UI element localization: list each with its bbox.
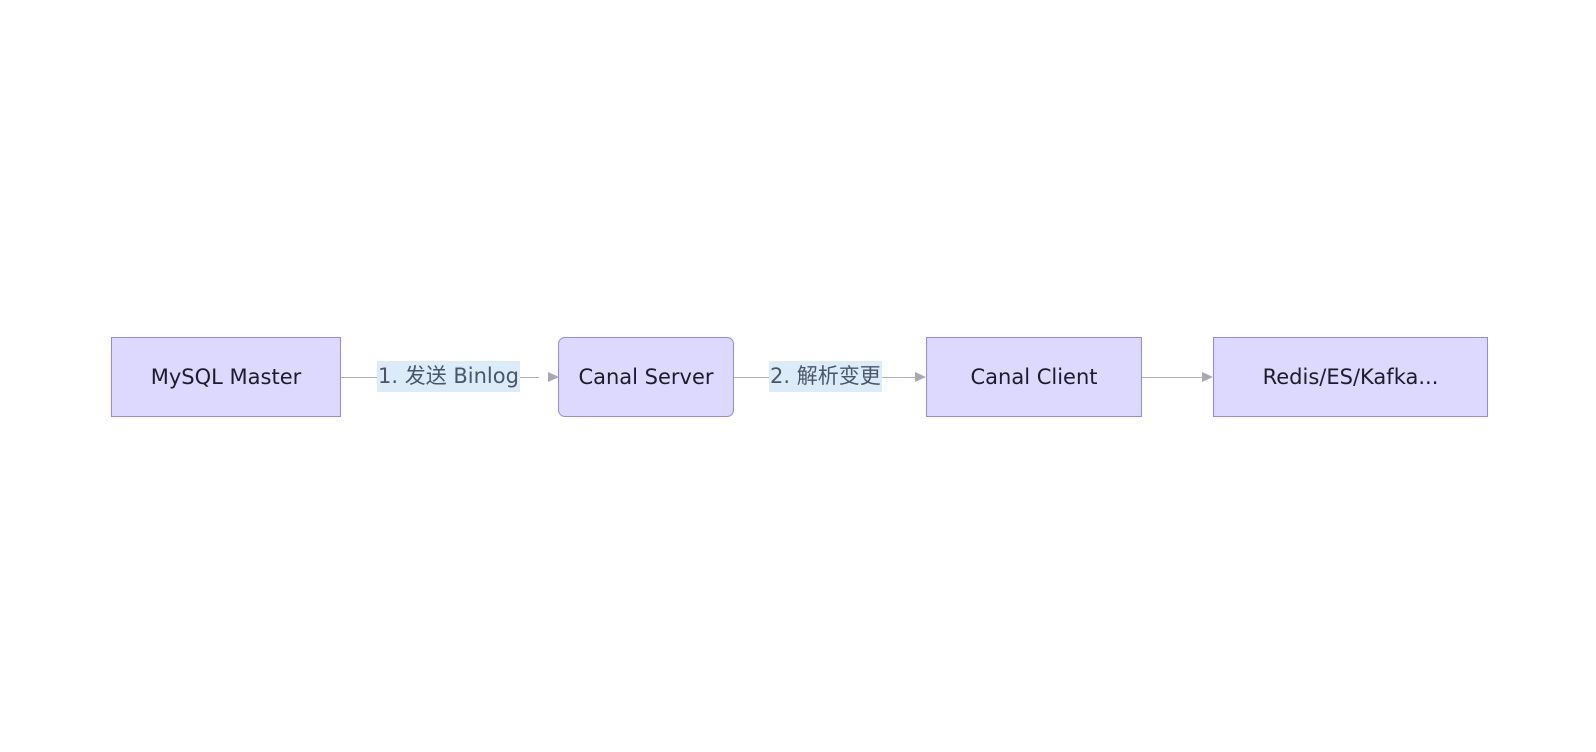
arrow-head-icon (915, 372, 926, 382)
arrow-head-icon (548, 372, 559, 382)
arrow-head-icon (1202, 372, 1213, 382)
edge-label-parse-changes: 2. 解析变更 (769, 361, 882, 392)
node-canal-server: Canal Server (558, 337, 734, 417)
node-canal-client: Canal Client (926, 337, 1142, 417)
edge-label-send-binlog: 1. 发送 Binlog (377, 361, 520, 392)
edge-line-canal-client-to-targets (1141, 377, 1205, 378)
node-mysql-master: MySQL Master (111, 337, 341, 417)
node-redis-es-kafka: Redis/ES/Kafka... (1213, 337, 1488, 417)
